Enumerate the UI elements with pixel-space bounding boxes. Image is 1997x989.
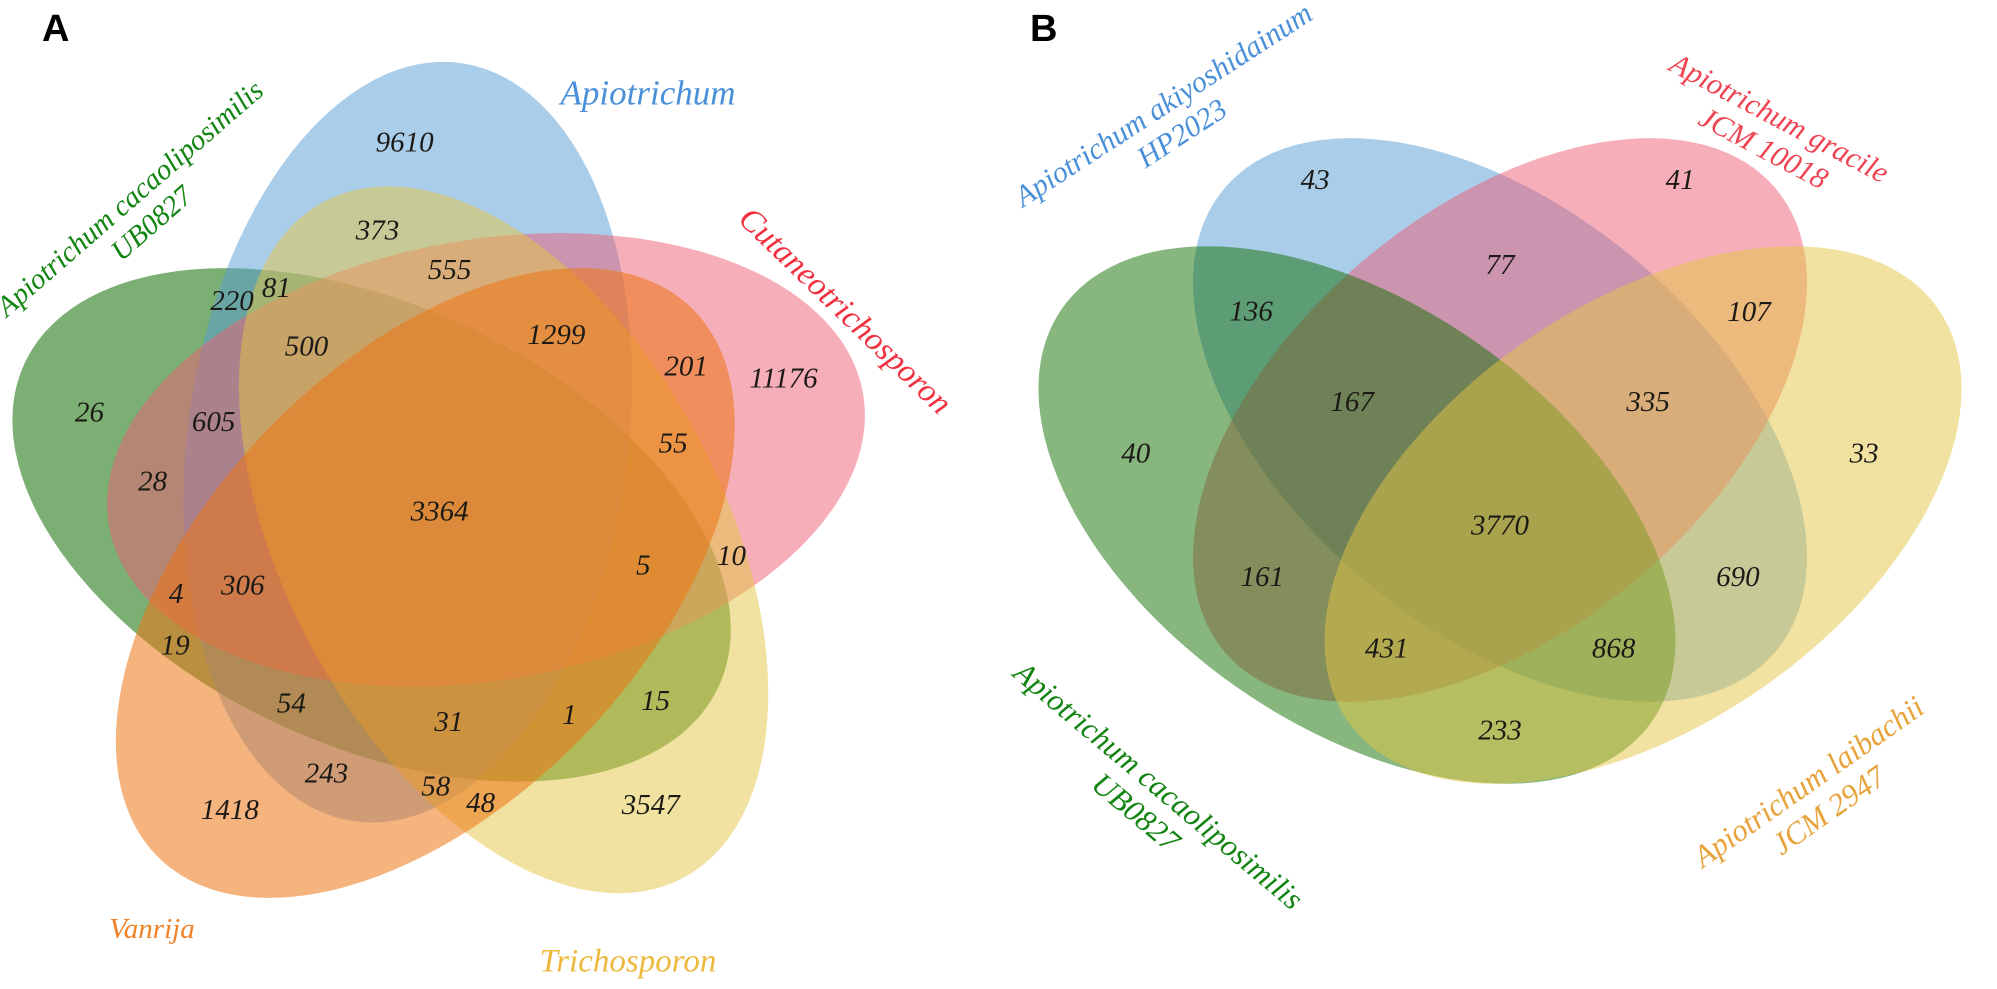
region-count-a-b: 9610 [376,126,435,158]
region-count-b-cklr: 3770 [1470,509,1530,541]
region-count-b-ckl: 868 [1592,632,1636,664]
region-count-b-ck: 136 [1229,296,1273,328]
region-count-a-oy: 48 [466,787,496,819]
region-count-b-cl: 233 [1478,714,1522,746]
region-count-a-op: 201 [664,351,708,383]
region-count-a-gp: 28 [138,466,168,498]
venn-diagram-a: 2696101117635471418220281519373243102014… [0,61,959,980]
region-count-b-l: 33 [1849,438,1879,470]
venn-ellipse-a-O [115,268,735,898]
region-count-a-bgpy: 500 [285,330,329,362]
region-count-a-y: 3547 [621,789,682,821]
region-count-a-bgoy: 31 [433,706,463,738]
region-count-b-ckr: 167 [1330,386,1375,418]
region-count-a-go: 19 [161,629,191,661]
region-count-a-py: 10 [717,540,747,572]
region-count-a-bgopy: 3364 [410,495,469,527]
region-count-a-bopy: 1299 [527,319,586,351]
region-count-b-kr: 77 [1486,249,1517,281]
region-count-a-o: 1418 [201,794,260,826]
region-count-a-bg: 220 [210,285,254,317]
set-label-a-b: Apiotrichum [559,73,736,112]
venn-ellipse-b-L [1324,246,1962,784]
region-count-a-g: 26 [75,396,105,428]
region-count-b-cr: 161 [1240,561,1284,593]
region-count-a-by: 373 [355,215,400,247]
region-count-b-kl: 690 [1716,561,1760,593]
panel-a-letter: A [42,8,70,50]
venn-diagram-b: 40 43 41 33 136 77 107 161 690 233 167 335 431 868 377… [1006,0,1962,916]
region-count-a-bgo: 54 [277,687,306,719]
set-label-a-y: Trichosporon [540,944,717,980]
region-count-b-klr: 335 [1625,386,1670,418]
region-count-a-gopy: 5 [636,549,651,581]
region-count-a-bgp: 605 [192,406,236,438]
panel-b-letter: B [1030,8,1058,50]
region-count-a-bgy: 81 [262,272,291,304]
region-count-a-opy: 55 [659,427,688,459]
region-count-b-r: 41 [1666,164,1695,196]
region-count-b-k: 43 [1301,164,1330,196]
region-count-a-bpy: 555 [428,254,472,286]
set-label-b-l: Apiotrichum laibachiiJCM 2947 [1685,689,1950,904]
region-count-a-p: 11176 [749,363,818,395]
set-label-a-o: Vanrija [109,913,194,945]
region-count-a-boy: 58 [421,771,451,803]
region-count-a-gop: 4 [169,578,184,610]
region-count-a-goy: 1 [562,699,577,731]
region-count-a-gy: 15 [641,685,670,717]
panel-b-venn-container: 40 43 41 33 136 77 107 161 690 233 167 335 431 868 377… [1000,0,1997,989]
region-count-b-clr: 431 [1365,632,1409,664]
region-count-a-bo: 243 [305,758,349,790]
region-count-a-bgop: 306 [220,570,265,602]
region-count-b-c: 40 [1121,438,1151,470]
region-count-b-lr: 107 [1727,296,1772,328]
